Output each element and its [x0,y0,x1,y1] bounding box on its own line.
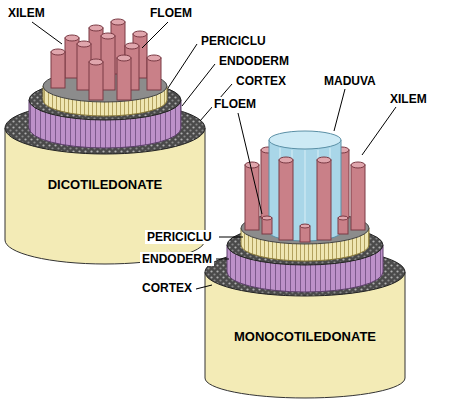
rod [245,165,259,230]
rod-top [133,31,147,37]
part-label: CORTEX [140,281,194,295]
leader-line [168,44,197,88]
part-label: PERICICLU [199,34,268,48]
rod-top [125,43,139,49]
leader-line [362,107,396,155]
rod [279,160,293,240]
leader-line [334,89,345,131]
xylem-rods-front [245,157,365,242]
leader-lines [32,22,396,289]
section-title: MONOCOTILEDONATE [234,329,376,345]
rod [51,52,65,88]
part-label: ENDODERM [217,54,291,68]
pith-lines [280,148,330,241]
rod [147,58,161,90]
part-label: XILEM [6,6,47,20]
rod [89,62,103,100]
rod-top [101,33,115,39]
rod-top [245,162,259,168]
rod-top [262,216,272,220]
rod-top [147,55,161,61]
xylem-phloem-rods [51,19,161,100]
rod-top [89,59,103,65]
part-label: MADUVA [322,74,378,88]
leader-line [182,64,215,106]
rod-top [65,35,79,41]
rod-top [317,157,331,163]
root-type-section: MONOCOTILEDONATE [215,312,395,362]
rod-top [117,55,131,61]
part-label: PERICICLU [145,230,214,244]
leader-line [219,237,243,238]
section-title: DICOTILEDONATE [48,177,163,193]
rod-top [351,162,365,168]
part-label: CORTEX [234,74,288,88]
rod [117,58,131,100]
leader-line [216,259,229,260]
rod-top [111,19,125,25]
leader-line [32,22,62,44]
rod [351,165,365,230]
pith-column [269,140,341,241]
rod [317,160,331,240]
root-type-section: DICOTILEDONATE [20,160,190,210]
rod-top [51,49,65,55]
leader-line [238,113,262,214]
rod-top [300,224,310,228]
pith-top [269,131,341,149]
part-label: FLOEM [148,6,194,20]
leader-line [142,22,168,48]
leader-line [196,285,212,289]
part-label: FLOEM [212,97,258,111]
rod-top [279,157,293,163]
rod-top [89,25,103,31]
part-label: ENDODERM [140,252,214,266]
part-label: XILEM [388,92,429,106]
rod-top [77,41,91,47]
rod-top [338,216,348,220]
